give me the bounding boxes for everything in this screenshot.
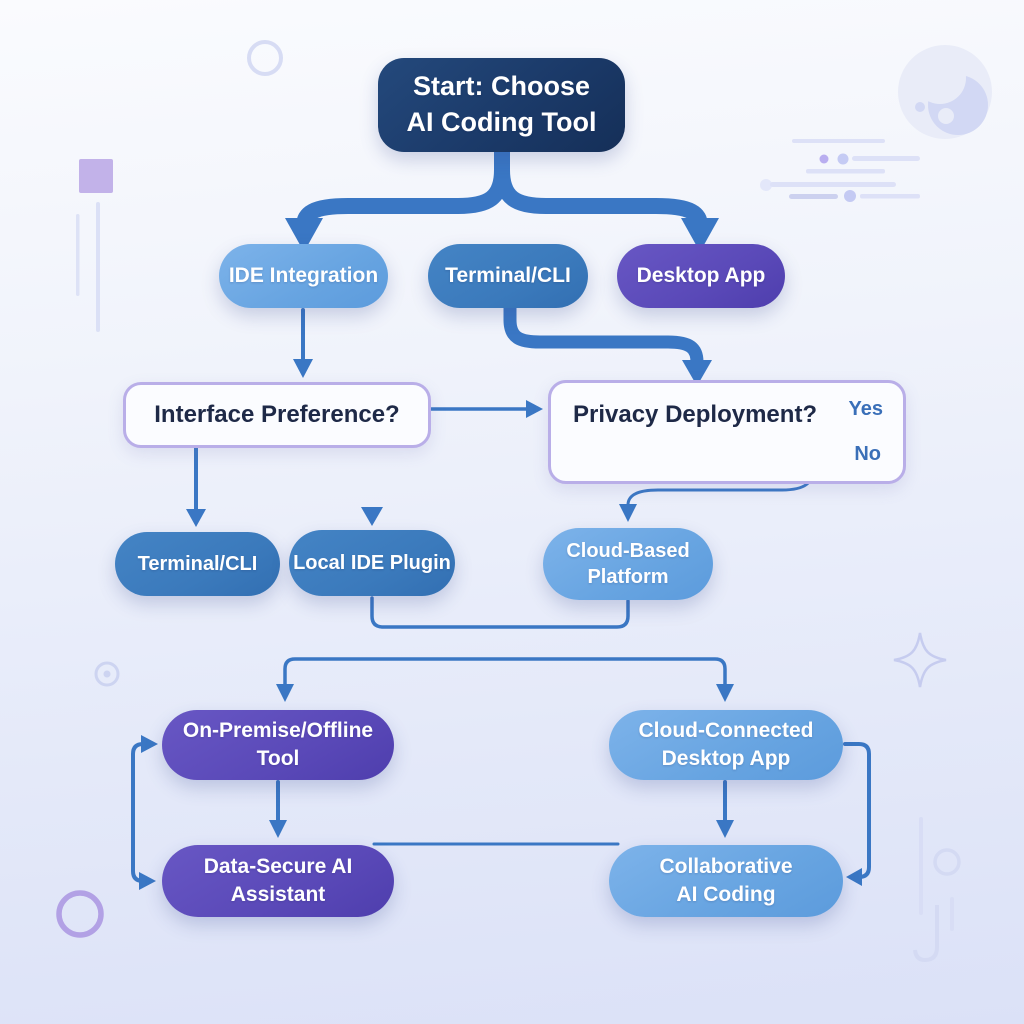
purple-ring-decoration-icon (56, 890, 104, 938)
node-terminal-cli-top-label: Terminal/CLI (445, 264, 571, 288)
node-interface-preference: Interface Preference? (123, 382, 431, 448)
branch-label-yes: Yes (848, 398, 883, 420)
line-decoration-icon (96, 202, 100, 332)
node-collaborative-coding: Collaborative AI Coding (609, 845, 843, 917)
node-desktop-app-label: Desktop App (636, 264, 766, 288)
node-privacy-deployment: Privacy Deployment? Yes No (548, 380, 906, 484)
node-ide-integration: IDE Integration (219, 244, 388, 308)
node-desktop-app: Desktop App (617, 244, 785, 308)
node-terminal-cli-label: Terminal/CLI (137, 552, 258, 575)
node-privacy-deployment-label: Privacy Deployment? (573, 401, 818, 428)
connector-right-bracket (843, 742, 871, 879)
node-start-label: Start: Choose AI Coding Tool (406, 71, 597, 137)
node-on-premise-tool: On-Premise/Offline Tool (162, 710, 394, 780)
target-decoration-icon (94, 661, 120, 687)
abstract-circle-decoration-icon (898, 45, 992, 139)
node-data-secure-assistant-label: Data-Secure AI Assistant (203, 855, 353, 906)
node-local-ide-plugin: Local IDE Plugin (289, 530, 455, 596)
arrow-start-to-desktop (494, 144, 708, 234)
node-ide-integration-label: IDE Integration (228, 264, 379, 288)
connector-left-bracket (131, 742, 148, 883)
node-cloud-based-platform: Cloud-Based Platform (543, 528, 713, 600)
node-cloud-connected-app: Cloud-Connected Desktop App (609, 710, 843, 780)
ring-decoration-icon (247, 40, 283, 76)
node-cloud-connected-app-label: Cloud-Connected Desktop App (638, 719, 814, 770)
node-collaborative-coding-label: Collaborative AI Coding (659, 855, 793, 906)
node-local-ide-plugin-label: Local IDE Plugin (293, 551, 451, 574)
arrow-terminal-to-privacy (503, 298, 704, 369)
node-on-premise-tool-label: On-Premise/Offline Tool (182, 719, 374, 770)
node-terminal-cli-top: Terminal/CLI (428, 244, 588, 308)
node-interface-preference-label: Interface Preference? (154, 401, 400, 429)
line-decoration-icon (76, 214, 80, 296)
bottom-right-decoration-icon (913, 817, 961, 963)
connector-localide-cloudbased (370, 596, 630, 629)
node-start: Start: Choose AI Coding Tool (378, 58, 625, 152)
branch-label-no: No (854, 443, 881, 465)
dash-lines-decoration-icon (760, 139, 920, 202)
connector-branch-bus (283, 657, 727, 688)
square-decoration-icon (79, 159, 113, 193)
arrow-start-to-ide (296, 144, 510, 234)
node-cloud-based-platform-label: Cloud-Based Platform (566, 539, 690, 588)
node-data-secure-assistant: Data-Secure AI Assistant (162, 845, 394, 917)
node-terminal-cli: Terminal/CLI (115, 532, 280, 596)
sparkle-decoration-icon (893, 632, 947, 688)
arrowheads (139, 218, 862, 890)
